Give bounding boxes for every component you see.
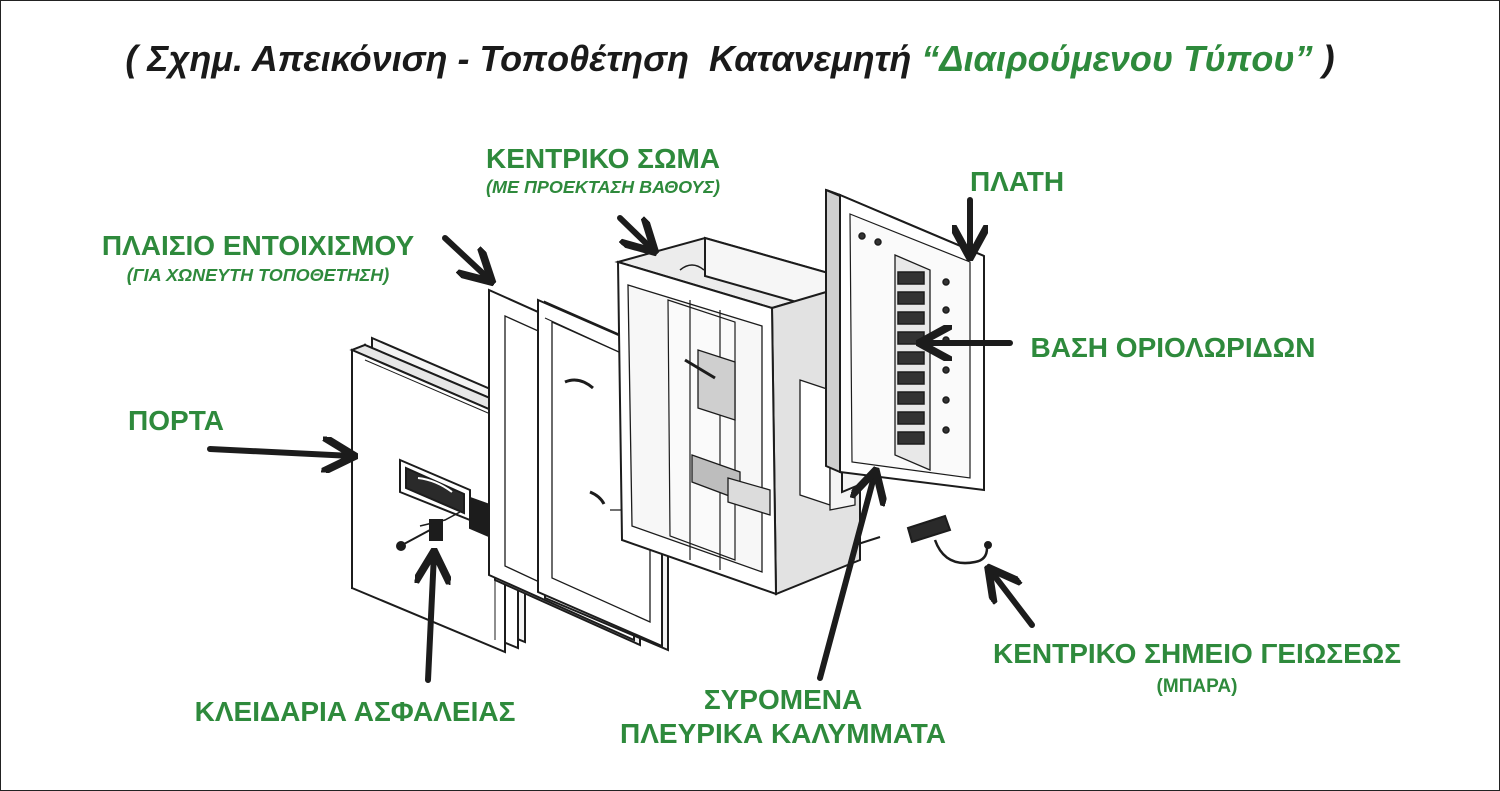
door-drawing [349,336,526,654]
label-grounding-point: ΚΕΝΤΡΙΚΟ ΣΗΜΕΙΟ ΓΕΙΩΣΕΩΣ [993,638,1401,669]
label-terminal-base: ΒΑΣΗ ΟΡΙΟΛΩΡΙΔΩΝ [1030,332,1316,363]
arrow-lock [428,554,434,683]
diagram-title: ( Σχημ. Απεικόνιση - Τοποθέτηση Κατανεμη… [0,38,1460,80]
label-sliding-covers-line1: ΣΥΡΟΜΕΝΑ [703,684,863,715]
label-flush-frame: ΠΛΑΙΣΙΟ ΕΝΤΟΙΧΙΣΜΟΥ [101,230,415,261]
label-grounding-point-sub: (ΜΠΑΡΑ) [1156,676,1238,697]
arrow-door [207,449,352,456]
title-close: ) [1312,38,1335,79]
arrow-side-covers [817,473,875,681]
central-body-drawing [614,236,864,596]
back-plate-drawing [825,188,985,492]
label-door: ΠΟΡΤΑ [128,405,224,436]
title-text: ( Σχημ. Απεικόνιση - Τοποθέτηση Κατανεμη… [125,38,922,79]
label-sliding-covers-line2: ΠΛΕΥΡΙΚΑ ΚΑΛΥΜΜΑΤΑ [620,718,946,749]
arrow-central-body [617,215,653,250]
label-flush-frame-sub: (ΓΙΑ ΧΩΝΕΥΤΗ ΤΟΠΟΘΕΤΗΣΗ) [126,265,390,285]
label-back-plate: ΠΛΑΤΗ [969,166,1065,197]
title-accent: “Διαιρούμενου Τύπου” [921,38,1313,79]
terminal-blocks [858,232,950,445]
label-security-lock: ΚΛΕΙΔΑΡΙΑ ΑΣΦΑΛΕΙΑΣ [194,696,516,727]
grounding-bar-drawing [854,514,992,565]
arrow-grounding [990,570,1035,628]
label-central-body-sub: (ΜΕ ΠΡΟΕΚΤΑΣΗ ΒΑΘΟΥΣ) [485,177,721,197]
label-central-body: ΚΕΝΤΡΙΚΟ ΣΩΜΑ [486,143,720,174]
arrow-flush-frame [442,235,490,280]
pointer-arrows [207,197,1035,683]
